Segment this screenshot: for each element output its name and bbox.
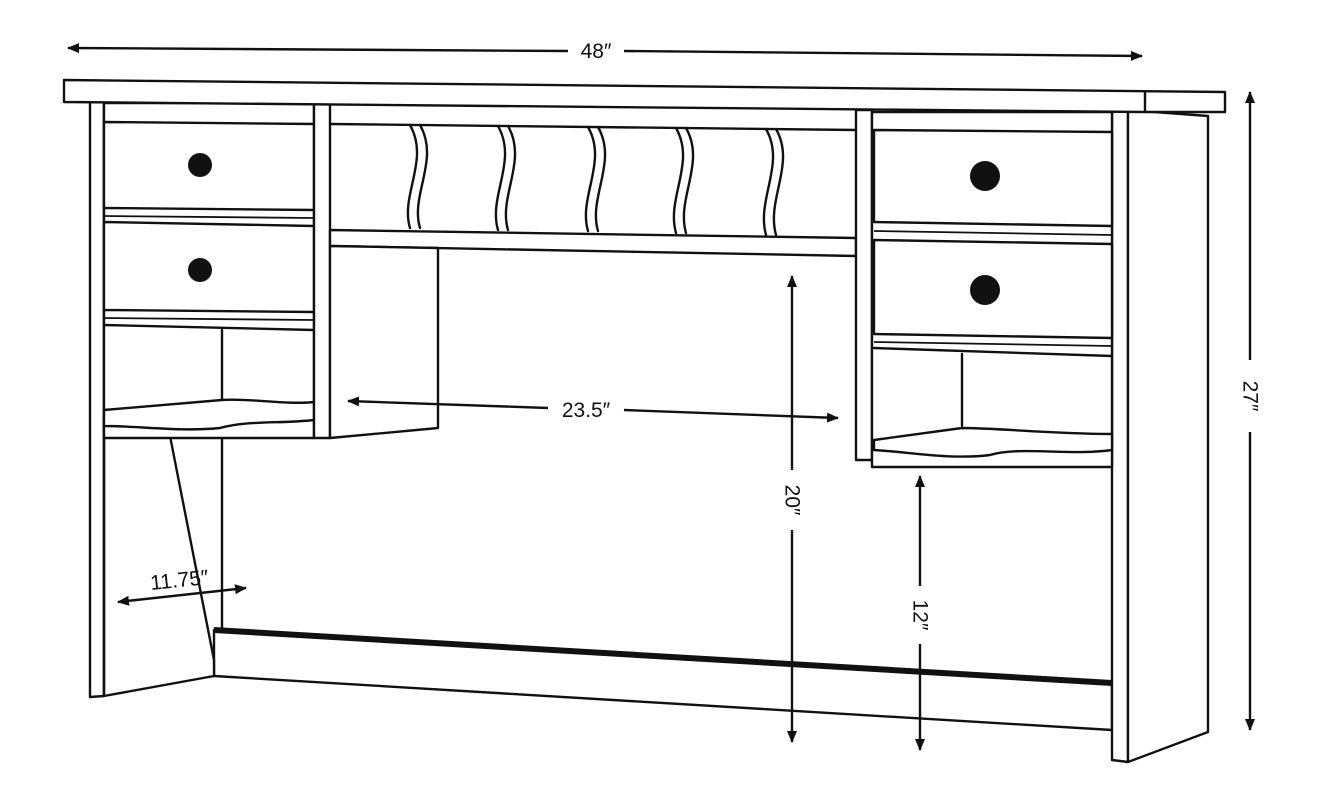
- right-divider: [854, 108, 874, 462]
- dimension-side-clearance-label: 12″: [909, 600, 932, 631]
- dimension-center-clearance-label: 20″: [781, 485, 804, 516]
- dimension-center-opening-label: 23.5″: [562, 399, 611, 422]
- right-cabinet: [870, 110, 1114, 469]
- right-side-panel: [1110, 108, 1210, 764]
- dimension-width-label: 48″: [581, 40, 612, 63]
- dimension-center-clearance: 20″: [781, 275, 804, 743]
- center-section: [328, 122, 858, 440]
- drawer-knob-top-right: [970, 161, 1000, 191]
- drawer-knob-bottom-left: [188, 258, 212, 282]
- dimension-height-label: 27″: [1239, 381, 1262, 412]
- sorter-dividers: [406, 123, 785, 237]
- dimension-center-opening: 23.5″: [347, 396, 839, 423]
- bottom-rail: [212, 627, 1114, 732]
- dimension-side-clearance: 12″: [909, 475, 932, 751]
- drawer-knob-top-left: [188, 153, 212, 177]
- dimension-height: 27″: [1239, 91, 1262, 731]
- top-crown: [62, 78, 1227, 114]
- dimension-width: 48″: [67, 40, 1143, 63]
- drawer-knob-bottom-right: [970, 275, 1000, 305]
- left-divider: [312, 102, 332, 440]
